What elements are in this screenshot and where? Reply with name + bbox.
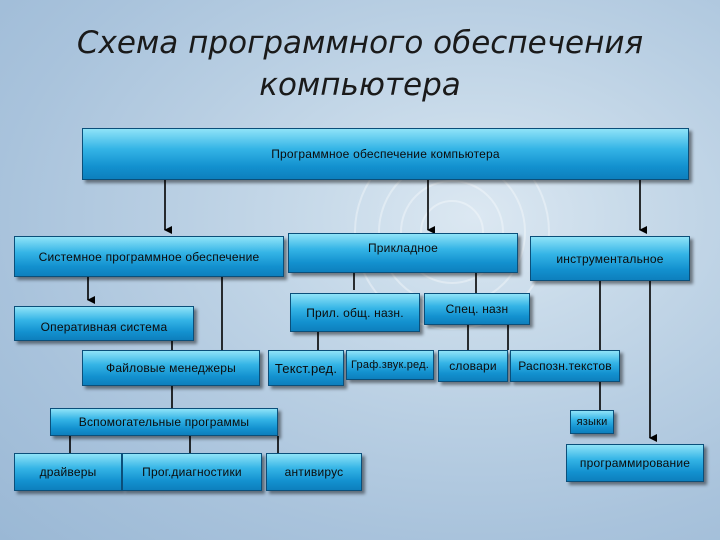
title-line-1: Схема программного обеспечения (76, 25, 644, 61)
general-purpose-node: Прил. общ. назн. (290, 293, 420, 332)
languages-node: языки (570, 410, 614, 434)
graph-sound-editors-node: Граф.звук.ред. (346, 350, 434, 380)
diagnostics-node: Прог.диагностики (122, 453, 262, 491)
title-line-2: компьютера (259, 67, 461, 103)
slide-title: Схема программного обеспечения компьютер… (0, 22, 720, 106)
text-editors-node: Текст.ред. (268, 350, 344, 386)
root-node-label: Программное обеспечение компьютера (271, 147, 500, 161)
programming-node: программирование (566, 444, 704, 482)
antivirus-node: антивирус (266, 453, 362, 491)
special-purpose-node: Спец. назн (424, 293, 530, 325)
root-node: Программное обеспечение компьютера (82, 128, 689, 180)
file-managers-node: Файловые менеджеры (82, 350, 260, 386)
drivers-node: драйверы (14, 453, 122, 491)
system-software-node: Системное программное обеспечение (14, 236, 284, 277)
dictionaries-node: словари (438, 350, 508, 382)
instrumental-software-node: инструментальное (530, 236, 690, 281)
text-recognition-node: Распозн.текстов (510, 350, 620, 382)
applied-software-node: Прикладное (288, 233, 518, 273)
os-node: Оперативная система (14, 306, 194, 341)
utilities-node: Вспомогательные программы (50, 408, 278, 436)
